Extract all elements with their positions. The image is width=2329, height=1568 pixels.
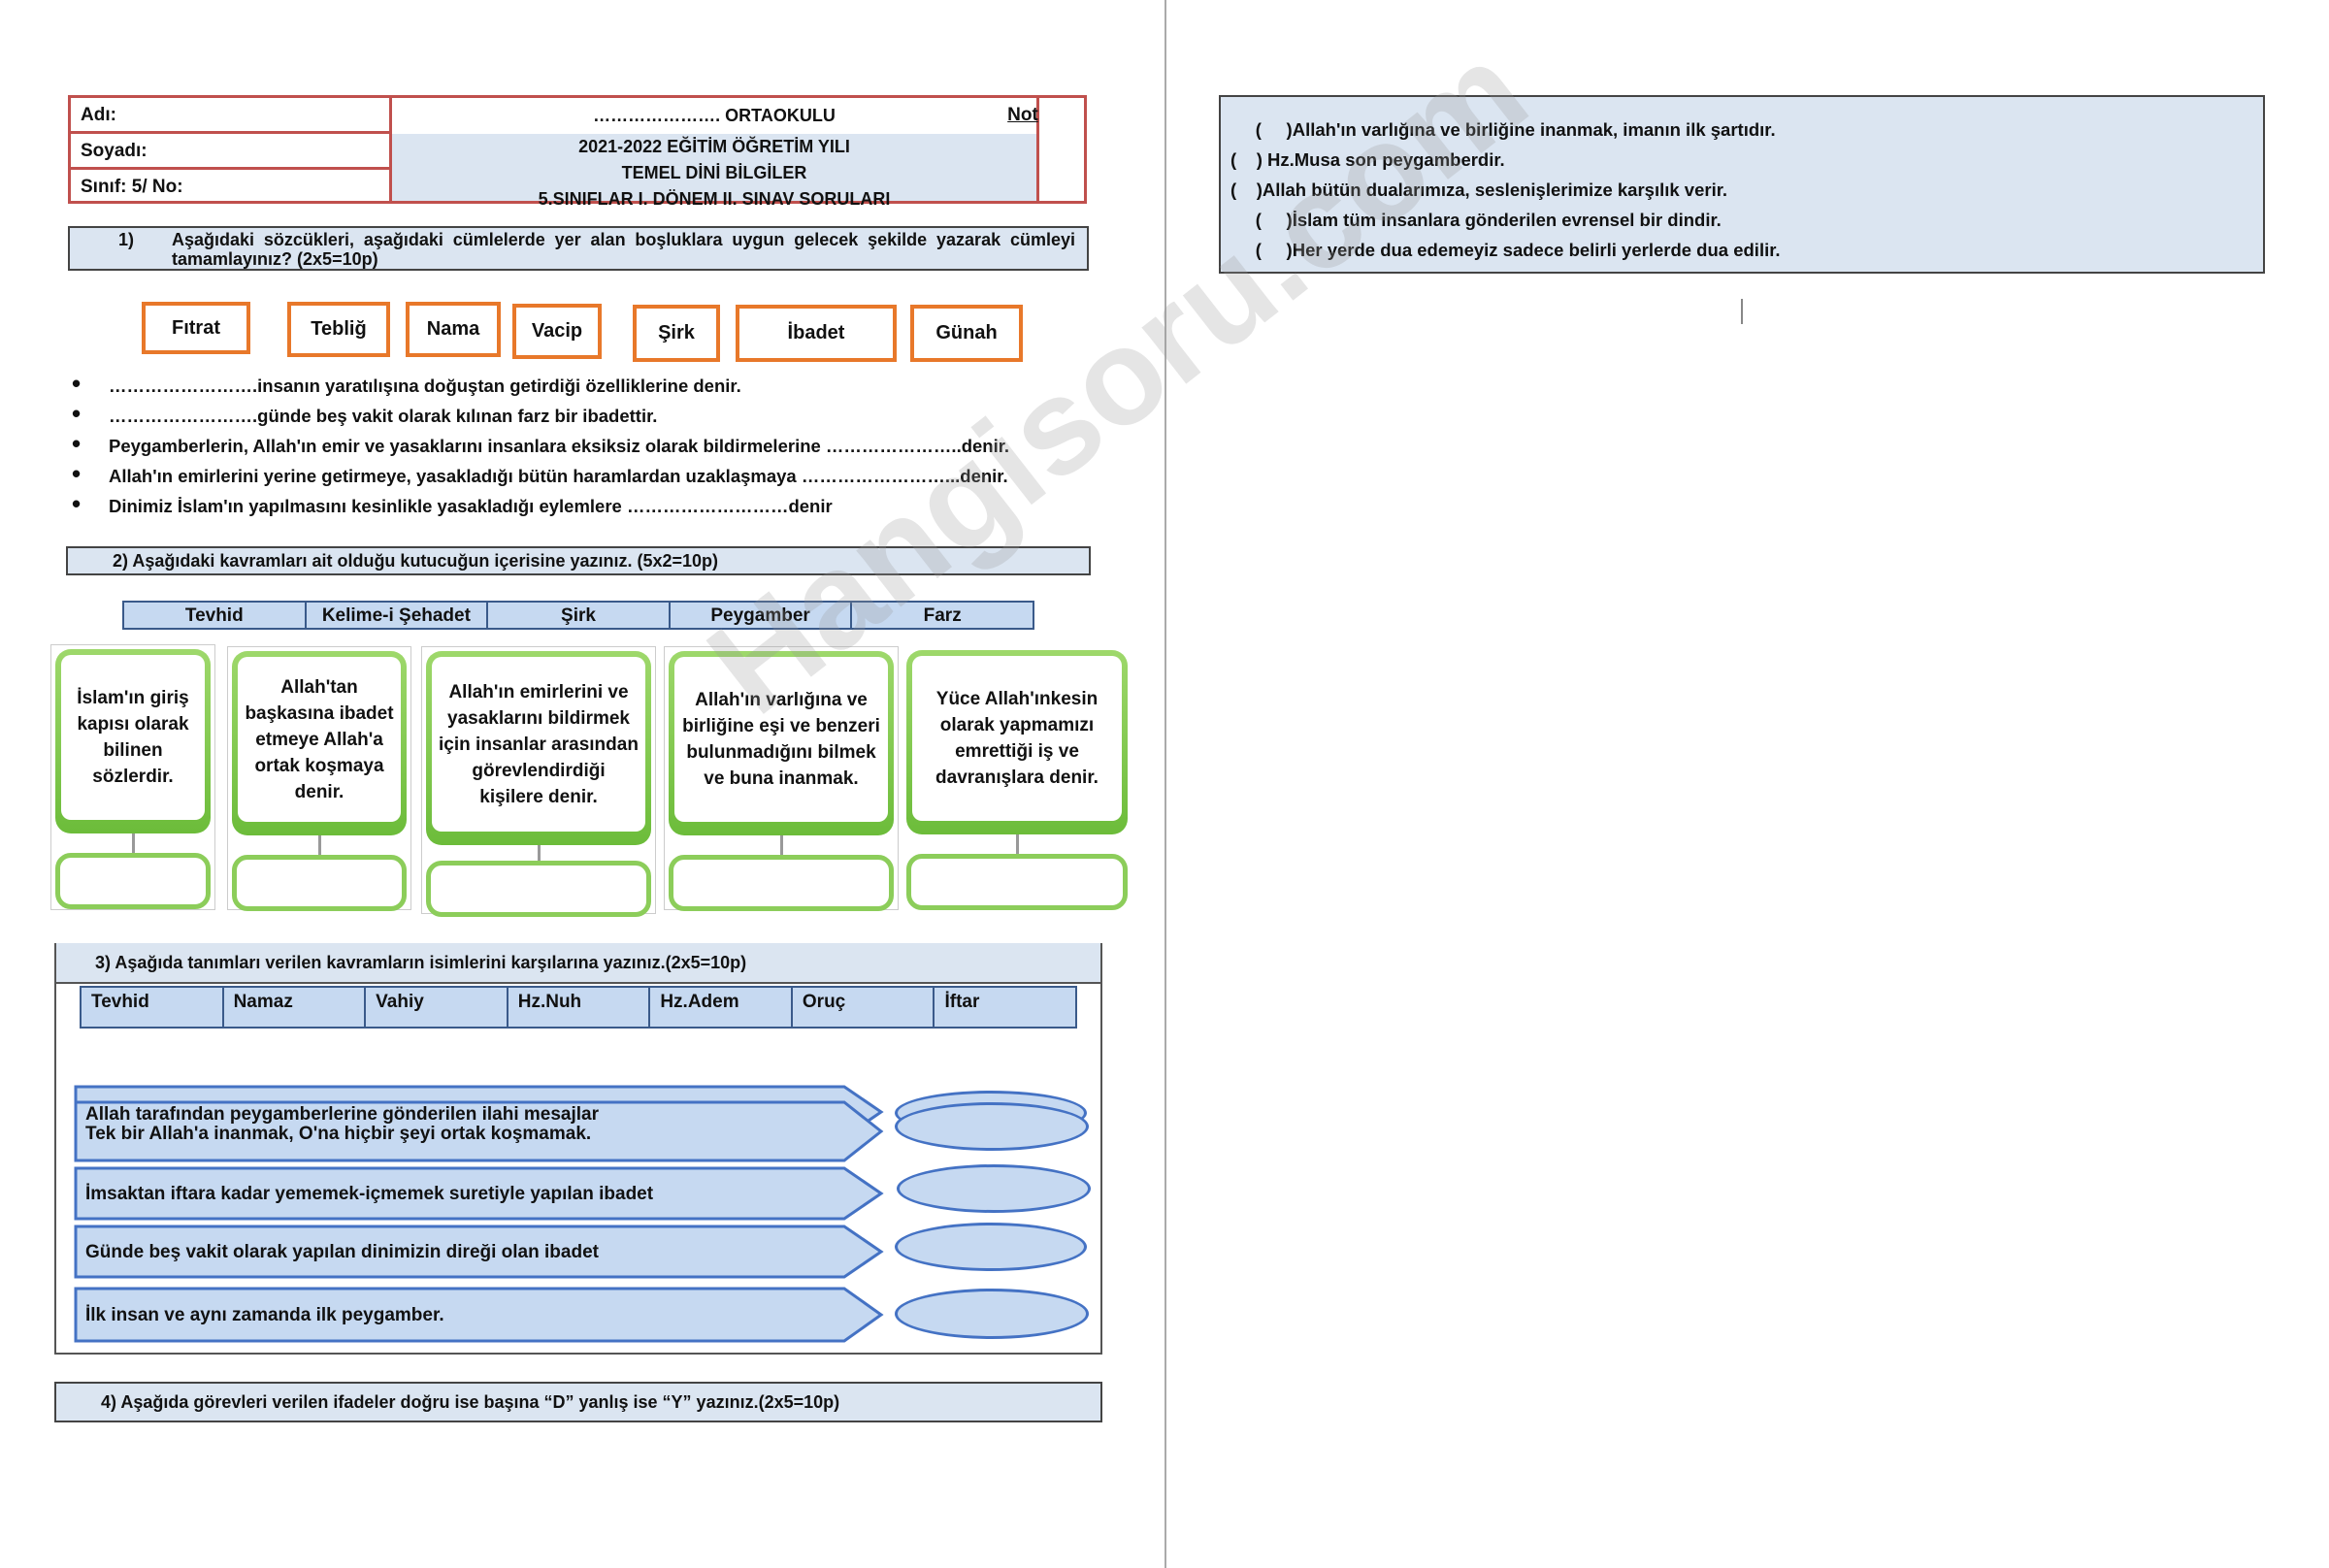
answer-oval[interactable] <box>895 1102 1089 1151</box>
surname-field[interactable]: Soyadı: <box>71 134 389 170</box>
word-box-vacip: Vacip <box>512 304 602 359</box>
statement-item[interactable]: ( )Allah'ın varlığına ve birliğine inanm… <box>1230 119 1776 140</box>
definition-card: Allah'tan başkasına ibadet etmeye Allah'… <box>227 646 411 911</box>
term-cell: Vahiy <box>364 988 507 1027</box>
term-cell: Hz.Nuh <box>506 988 649 1027</box>
term-cell: Hz.Adem <box>648 988 791 1027</box>
name-field[interactable]: Adı: <box>71 98 389 134</box>
exam-title: …………………. ORTAOKULU 2021-2022 EĞİTİM ÖĞRE… <box>389 98 1039 209</box>
card-text: Allah'ın emirlerini ve yasaklarını bildi… <box>432 657 645 832</box>
text-cursor <box>1741 299 1743 324</box>
statement-item[interactable]: ( )İslam tüm insanlara gönderilen evrens… <box>1230 210 1722 230</box>
concept-cell: Farz <box>850 603 1033 628</box>
school-name: …………………. ORTAOKULU <box>593 106 836 125</box>
answer-box[interactable] <box>232 855 407 911</box>
statement-item[interactable]: ( )Her yerde dua edemeyiz sadece belirli… <box>1230 240 1781 260</box>
question-2-prompt: 2) Aşağıdaki kavramları ait olduğu kutuc… <box>66 546 1091 575</box>
statement-item[interactable]: ( ) Hz.Musa son peygamberdir. <box>1230 149 1505 170</box>
exam-header: Adı: Soyadı: Sınıf: 5/ No: …………………. ORTA… <box>68 95 1087 209</box>
arrow-shape <box>74 1287 884 1343</box>
question-4-prompt: 4) Aşağıda görevleri verilen ifadeler do… <box>54 1382 1102 1422</box>
word-box-fitrat: Fıtrat <box>142 302 250 354</box>
definition-text: İlk insan ve aynı zamanda ilk peygamber. <box>85 1305 444 1325</box>
concept-cell: Peygamber <box>668 603 851 628</box>
answer-oval[interactable] <box>897 1164 1091 1213</box>
pin-icon <box>538 845 541 868</box>
question-1-text: Aşağıdaki sözcükleri, aşağıdaki cümleler… <box>172 230 1075 269</box>
answer-box[interactable] <box>669 855 894 911</box>
page-divider <box>1164 0 1166 1568</box>
concept-cell: Şirk <box>486 603 669 628</box>
word-box-teblig: Tebliğ <box>287 302 390 357</box>
term-cell: Oruç <box>790 988 934 1027</box>
answer-box[interactable] <box>906 854 1128 910</box>
term-cell: İftar <box>933 988 1075 1027</box>
question-1-prompt: 1) Aşağıdaki sözcükleri, aşağıdaki cümle… <box>68 226 1089 271</box>
statement-item[interactable]: ( )Allah bütün dualarımıza, seslenişleri… <box>1230 180 1728 200</box>
definition-arrows <box>74 1085 884 1343</box>
card-text: Allah'ın varlığına ve birliğine eşi ve b… <box>674 657 888 822</box>
list-item[interactable]: Allah'ın emirlerini yerine getirmeye, ya… <box>70 459 1089 491</box>
definition-text: Allah tarafından peygamberlerine gönderi… <box>85 1104 599 1125</box>
concept-cell: Tevhid <box>184 605 244 626</box>
school-year: 2021-2022 EĞİTİM ÖĞRETİM YILI <box>578 137 850 156</box>
definition-card: İslam'ın giriş kapısı olarak bilinen söz… <box>50 644 215 910</box>
list-item[interactable]: …………………….insanın yaratılışına doğuştan g… <box>70 369 1089 401</box>
class-field[interactable]: Sınıf: 5/ No: <box>81 177 183 197</box>
exam-name: 5.SINIFLAR I. DÖNEM II. SINAV SORULARI <box>538 189 891 209</box>
fill-in-list: …………………….insanın yaratılışına doğuştan g… <box>70 369 1089 521</box>
question-3-prompt: 3) Aşağıda tanımları verilen kavramların… <box>56 943 1100 984</box>
course-name: TEMEL DİNİ BİLGİLER <box>621 163 807 182</box>
arrow-shape <box>74 1225 884 1279</box>
definition-card: Yüce Allah'ınkesin olarak yapmamızı emre… <box>902 646 1132 910</box>
list-item[interactable]: …………………….günde beş vakit olarak kılınan … <box>70 399 1089 431</box>
term-cell: Namaz <box>221 988 365 1027</box>
pin-icon <box>780 835 783 859</box>
true-false-box: ( )Allah'ın varlığına ve birliğine inanm… <box>1219 95 2265 274</box>
pin-icon <box>318 835 321 859</box>
definition-text: İmsaktan iftara kadar yememek-içmemek su… <box>85 1184 654 1204</box>
answer-box[interactable] <box>55 853 211 909</box>
definition-card: Allah'ın emirlerini ve yasaklarını bildi… <box>421 646 656 917</box>
concept-table: Tevhid Kelime-i Şehadet Şirk Peygamber F… <box>122 601 1034 630</box>
card-text: İslam'ın giriş kapısı olarak bilinen söz… <box>61 655 205 820</box>
word-box-gunah: Günah <box>910 305 1023 362</box>
question-1-number: 1) <box>118 230 135 249</box>
answer-box[interactable] <box>426 861 651 917</box>
pin-icon <box>1016 834 1019 858</box>
list-item[interactable]: Peygamberlerin, Allah'ın emir ve yasakla… <box>70 429 1089 461</box>
answer-oval[interactable] <box>895 1223 1087 1271</box>
word-box-sirk: Şirk <box>633 305 720 362</box>
word-box-nama: Nama <box>406 302 501 357</box>
grade-label: Not <box>1007 105 1038 125</box>
card-text: Allah'tan başkasına ibadet etmeye Allah'… <box>238 657 401 822</box>
card-text: Yüce Allah'ınkesin olarak yapmamızı emre… <box>912 656 1122 821</box>
student-info: Adı: Soyadı: Sınıf: 5/ No: <box>71 98 389 201</box>
pin-icon <box>132 833 135 857</box>
arrow-shape <box>74 1166 884 1221</box>
term-cell: Tevhid <box>91 992 149 1012</box>
concept-cell: Kelime-i Şehadet <box>304 603 487 628</box>
definition-text: Günde beş vakit olarak yapılan dinimizin… <box>85 1242 599 1262</box>
answer-oval[interactable] <box>895 1289 1089 1339</box>
term-table: Tevhid Namaz Vahiy Hz.Nuh Hz.Adem Oruç İ… <box>80 986 1077 1029</box>
definition-text: Tek bir Allah'a inanmak, O'na hiçbir şey… <box>85 1124 592 1144</box>
definition-card: Allah'ın varlığına ve birliğine eşi ve b… <box>664 646 899 911</box>
arrow-shape <box>74 1100 884 1162</box>
word-box-ibadet: İbadet <box>736 305 897 362</box>
list-item[interactable]: Dinimiz İslam'ın yapılmasını kesinlikle … <box>70 489 1089 521</box>
